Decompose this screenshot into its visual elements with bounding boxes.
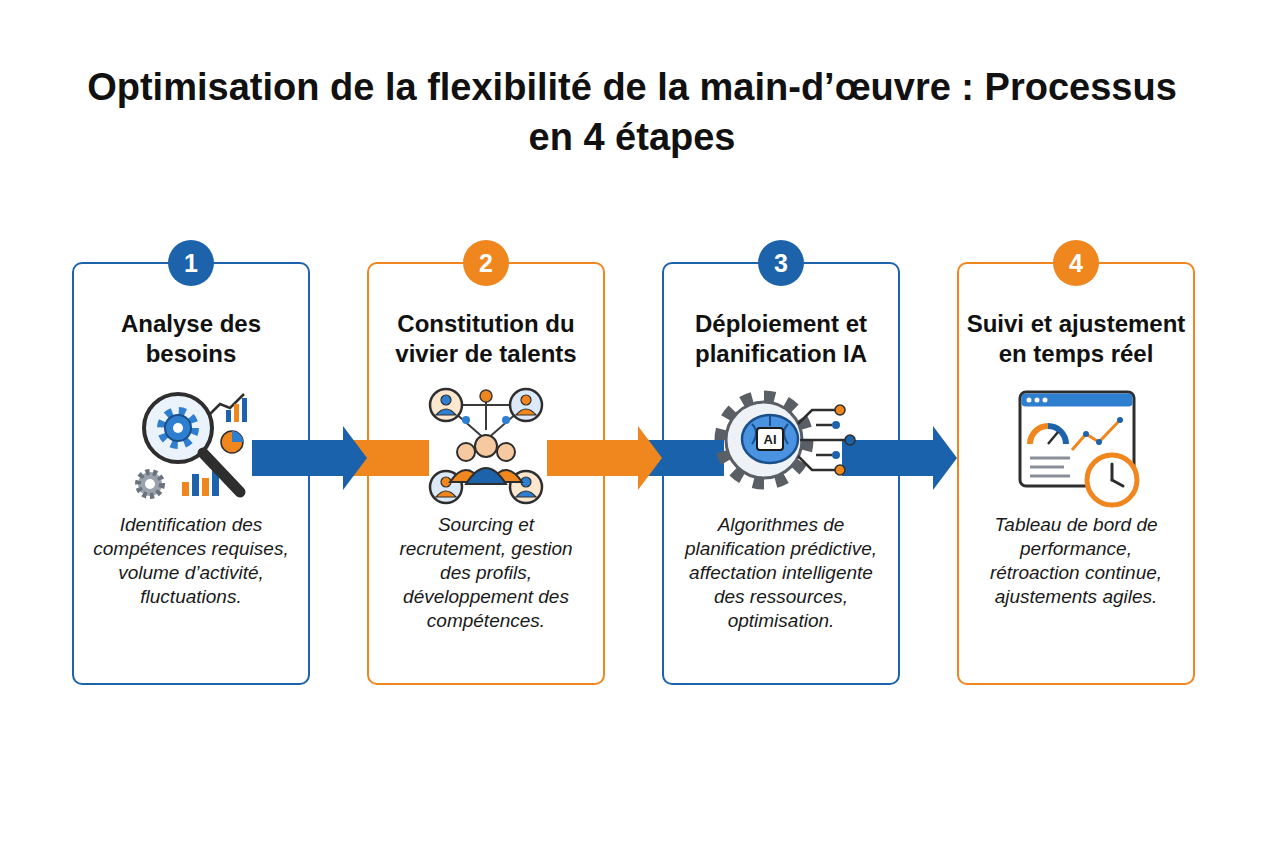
icon-label: AI: [757, 431, 783, 449]
step-title: Constitution du vivier de talents: [386, 309, 586, 369]
step-title: Déploiement et planification IA: [681, 309, 881, 369]
step-number: 3: [758, 240, 804, 286]
step-description: Identification des compétences requises,…: [86, 513, 296, 609]
ai-brain-icon: [720, 396, 855, 484]
step-description: Algorithmes de planification prédictive,…: [681, 513, 881, 633]
step-description: Sourcing et recrutement, gestion des pro…: [391, 513, 581, 633]
diagram-title: Optimisation de la flexibilité de la mai…: [62, 62, 1202, 162]
step-number: 1: [168, 240, 214, 286]
step-number: 4: [1053, 240, 1099, 286]
step-title: Suivi et ajustement en temps réel: [958, 309, 1194, 369]
step-description: Tableau de bord de performance, rétroact…: [981, 513, 1171, 609]
step-title: Analyse des besoins: [96, 309, 286, 369]
step-number: 2: [463, 240, 509, 286]
